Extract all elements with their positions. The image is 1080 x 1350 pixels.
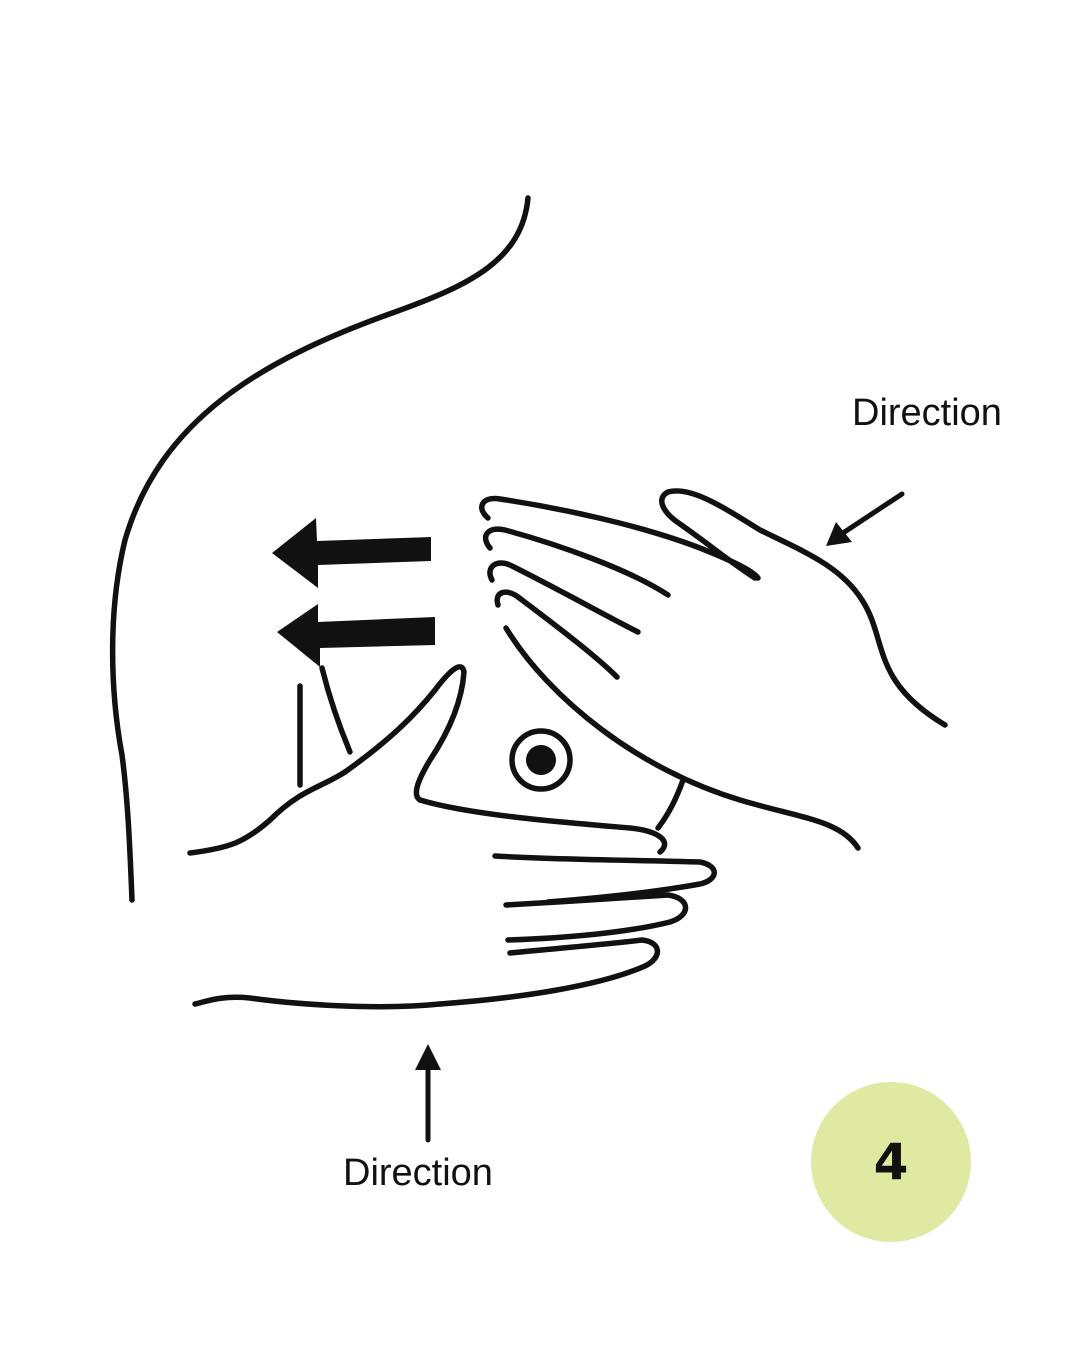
breast-outline-right bbox=[655, 777, 686, 831]
direction-arrow-icon bbox=[826, 491, 905, 546]
direction-label-top: Direction bbox=[852, 392, 1002, 434]
step-number: 4 bbox=[873, 1133, 909, 1191]
step-badge: 4 bbox=[811, 1082, 971, 1242]
left-arrow-icon bbox=[277, 604, 435, 667]
torso-outline bbox=[109, 195, 531, 903]
nipple-icon bbox=[509, 728, 573, 792]
upper-hand bbox=[479, 488, 948, 851]
left-arrow-icon bbox=[272, 518, 431, 588]
direction-arrow-icon bbox=[415, 1044, 441, 1143]
breast-outline-upper bbox=[319, 665, 353, 755]
direction-label-bottom: Direction bbox=[343, 1152, 493, 1194]
lower-hand bbox=[187, 664, 717, 1010]
